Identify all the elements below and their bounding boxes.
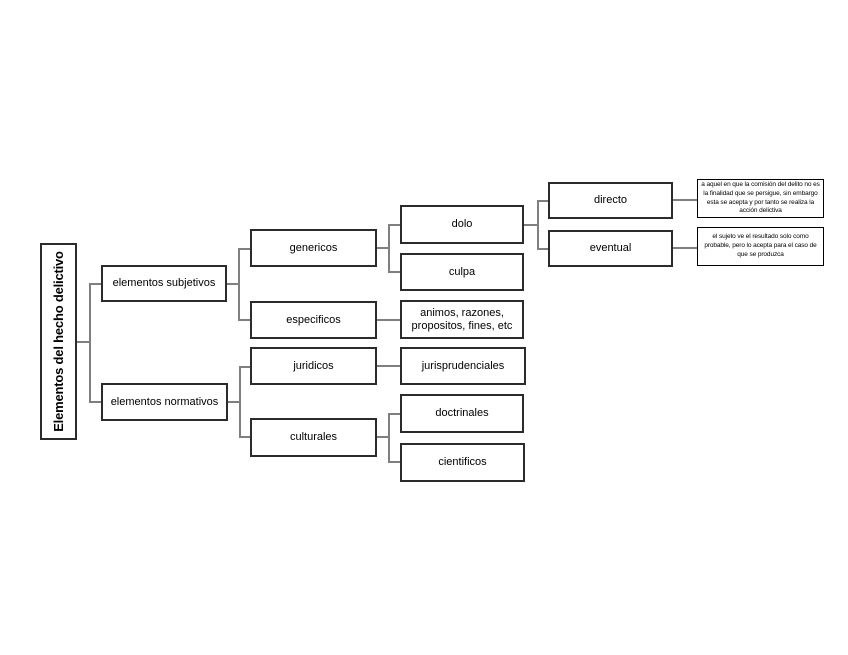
connector-line [524,224,538,226]
connector-line [388,224,390,273]
node-dolo: dolo [400,205,524,244]
node-eventual: eventual [548,230,673,267]
connector-line [377,319,400,321]
root-label: Elementos del hecho delictivo [51,251,66,432]
node-especificos: especificos [250,301,377,339]
node-genericos: genericos [250,229,377,267]
connector-line [388,461,400,463]
connector-line [537,200,548,202]
node-directo: directo [548,182,673,219]
node-directo-description: a aquel en que la comisión del delito no… [697,179,824,218]
node-cientificos: cientificos [400,443,525,482]
connector-line [388,413,390,462]
connector-line [77,341,90,343]
connector-line [537,200,539,249]
connector-line [227,283,239,285]
connector-line [537,248,548,250]
connector-line [239,436,250,438]
node-animos-razones: animos, razones, propositos, fines, etc [400,300,524,339]
connector-line [89,401,101,403]
connector-line [377,365,400,367]
connector-line [239,366,250,368]
connector-line [89,283,91,403]
node-culturales: culturales [250,418,377,457]
connector-line [239,366,241,438]
node-elementos-subjetivos: elementos subjetivos [101,265,227,302]
connector-line [89,283,101,285]
connector-line [377,247,389,249]
connector-line [238,248,240,321]
connector-line [238,248,250,250]
connector-line [388,224,400,226]
node-jurisprudenciales: jurisprudenciales [400,347,526,385]
connector-line [228,401,240,403]
node-eventual-description: el sujeto ve el resultado solo como prob… [697,227,824,266]
connector-line [377,436,389,438]
node-doctrinales: doctrinales [400,394,524,433]
node-culpa: culpa [400,253,524,291]
node-juridicos: juridicos [250,347,377,385]
connector-line [673,247,697,249]
connector-line [238,319,250,321]
connector-line [388,413,400,415]
node-elementos-normativos: elementos normativos [101,383,228,421]
connector-line [388,271,400,273]
connector-line [673,199,697,201]
node-root: Elementos del hecho delictivo [40,243,77,440]
